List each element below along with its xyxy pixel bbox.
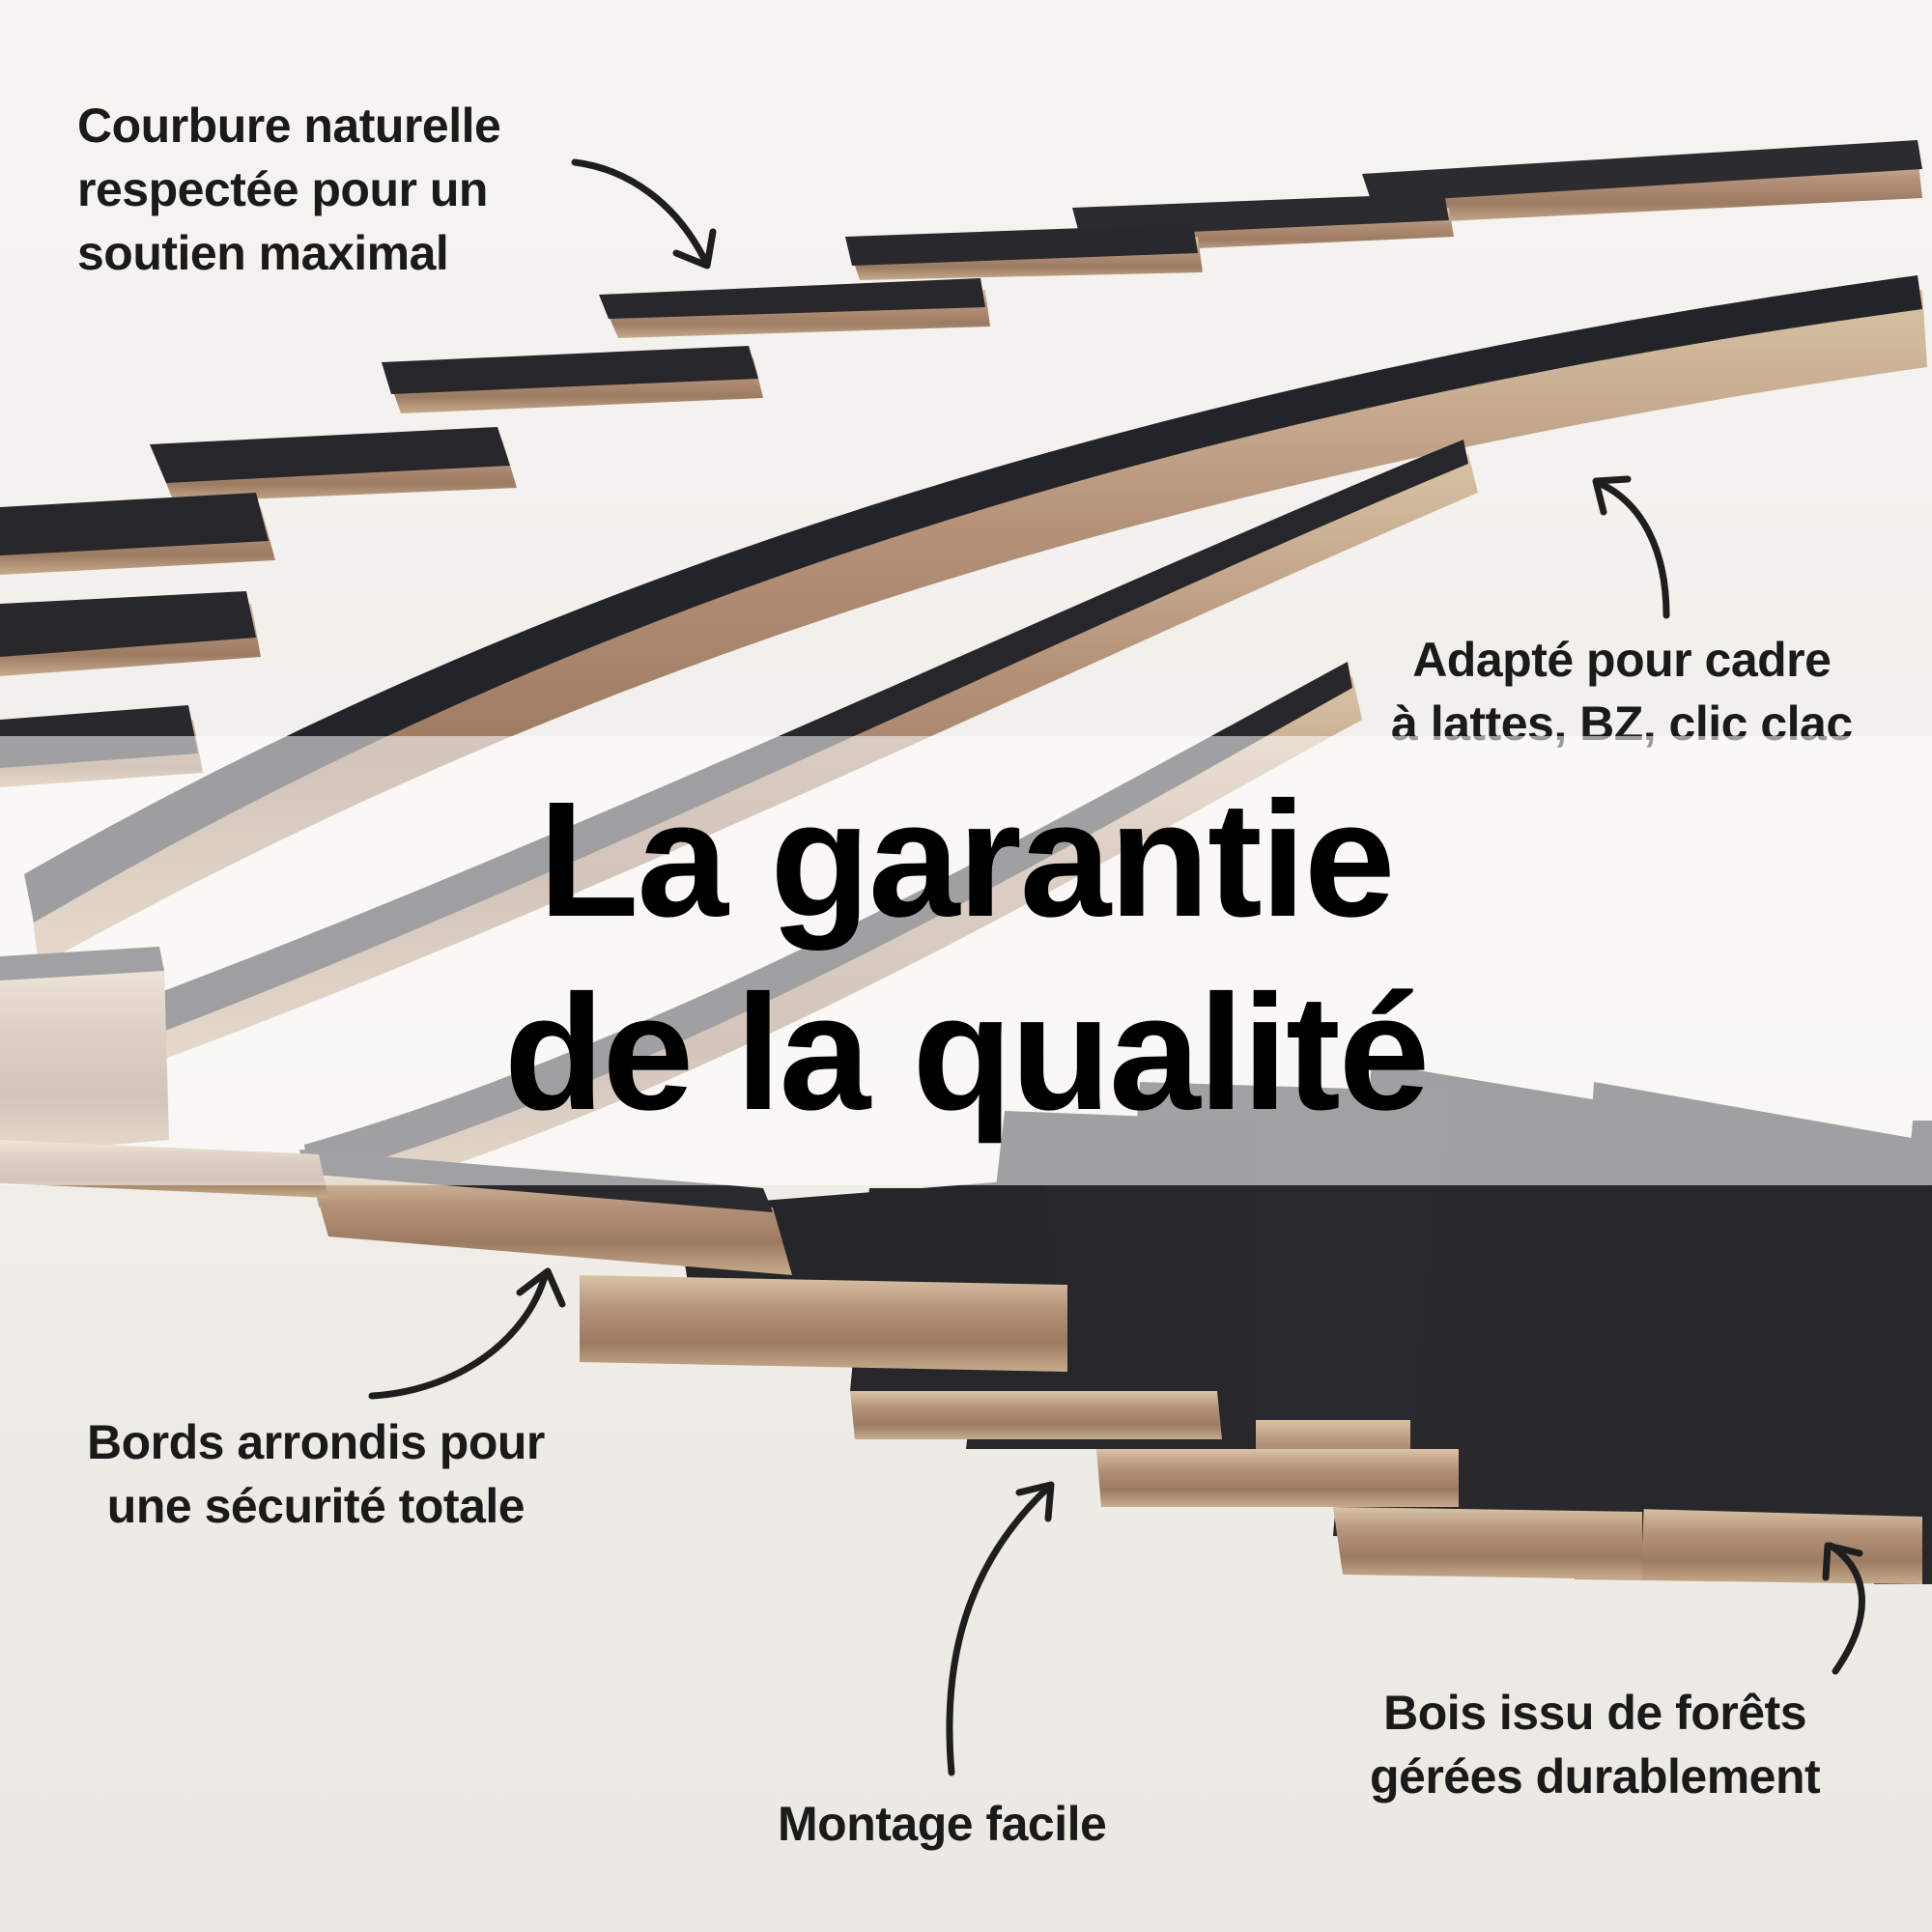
feature-wood-line1: Bois issu de forêts: [1383, 1686, 1806, 1740]
feature-assembly-line1: Montage facile: [778, 1797, 1107, 1851]
headline-banner: [0, 736, 1932, 1185]
feature-curvature-line2: respectée pour un: [77, 162, 488, 216]
headline-line1: La garantie: [538, 768, 1396, 952]
arrow-compatibility-icon: [1592, 475, 1670, 619]
headline: La garantie de la qualité: [0, 763, 1932, 1150]
arrow-assembly-icon: [946, 1481, 1055, 1776]
feature-edges: Bords arrondis pour une sécurité totale: [87, 1410, 545, 1538]
feature-curvature-line1: Courbure naturelle: [77, 99, 501, 153]
arrow-edges-icon: [368, 1267, 566, 1400]
feature-curvature-line3: soutien maximal: [77, 226, 449, 280]
arrow-curvature-icon: [571, 158, 717, 270]
feature-edges-line1: Bords arrondis pour: [87, 1415, 545, 1469]
arrow-wood-icon: [1822, 1542, 1865, 1675]
feature-wood: Bois issu de forêts gérées durablement: [1370, 1681, 1821, 1808]
headline-line2: de la qualité: [503, 961, 1430, 1145]
feature-edges-line2: une sécurité totale: [106, 1479, 526, 1533]
feature-compatibility: Adapté pour cadre à lattes, BZ, clic cla…: [1391, 628, 1853, 755]
feature-wood-line2: gérées durablement: [1370, 1749, 1821, 1804]
feature-curvature: Courbure naturelle respectée pour un sou…: [77, 94, 501, 285]
feature-compatibility-line1: Adapté pour cadre: [1412, 633, 1832, 687]
feature-assembly: Montage facile: [778, 1792, 1107, 1856]
